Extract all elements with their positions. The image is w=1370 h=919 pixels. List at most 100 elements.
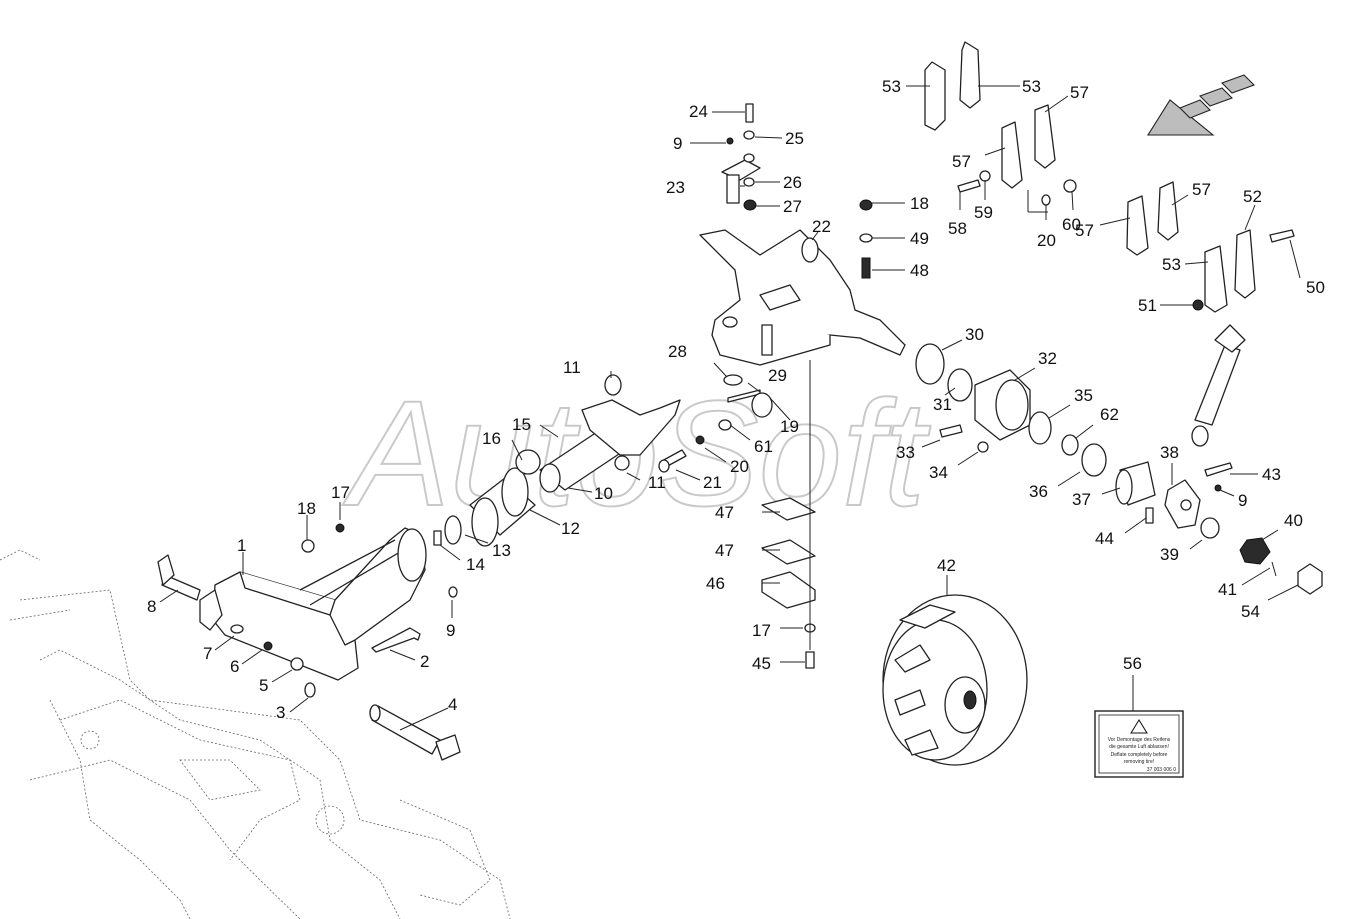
callout-17-a: 17 — [331, 483, 350, 502]
callout-42: 42 — [937, 556, 956, 575]
callout-54: 54 — [1241, 602, 1260, 621]
callout-53-c: 53 — [1162, 255, 1181, 274]
callout-4: 4 — [448, 695, 457, 714]
callout-3: 3 — [276, 703, 285, 722]
callout-47-a: 47 — [715, 503, 734, 522]
callout-49: 49 — [910, 229, 929, 248]
part-steering-arm-38 — [1145, 462, 1323, 595]
callout-16: 16 — [482, 429, 501, 448]
callout-53-a: 53 — [882, 77, 901, 96]
callout-47-b: 47 — [715, 541, 734, 560]
callout-23: 23 — [666, 178, 685, 197]
callout-18-a: 18 — [297, 499, 316, 518]
decal-line-3: Deflate completely before — [1111, 752, 1168, 758]
callout-15: 15 — [512, 415, 531, 434]
callout-40: 40 — [1284, 511, 1303, 530]
callout-41: 41 — [1218, 580, 1237, 599]
callout-33: 33 — [896, 443, 915, 462]
callout-31: 31 — [933, 395, 952, 414]
callout-9-c: 9 — [1238, 491, 1247, 510]
callout-6: 6 — [230, 657, 239, 676]
callout-52: 52 — [1243, 187, 1262, 206]
callout-22: 22 — [812, 217, 831, 236]
callout-17-b: 17 — [752, 621, 771, 640]
callout-39: 39 — [1160, 545, 1179, 564]
callout-36: 36 — [1029, 482, 1048, 501]
callout-48: 48 — [910, 261, 929, 280]
callout-1: 1 — [237, 536, 246, 555]
part-tire-42 — [882, 594, 1028, 766]
part-small-hardware — [658, 374, 773, 473]
decal-line-2: die gesamte Luft ablassen! — [1109, 744, 1169, 750]
callout-9-b: 9 — [673, 134, 682, 153]
callout-9-a: 9 — [446, 621, 455, 640]
callout-61: 61 — [754, 437, 773, 456]
callout-45: 45 — [752, 654, 771, 673]
direction-arrow-icon — [1147, 74, 1255, 136]
callout-44: 44 — [1095, 529, 1114, 548]
callout-8: 8 — [147, 597, 156, 616]
callout-59: 59 — [974, 203, 993, 222]
callout-50: 50 — [1306, 278, 1325, 297]
callout-26: 26 — [783, 173, 802, 192]
callout-14: 14 — [466, 555, 485, 574]
part-pin-8 — [157, 554, 201, 601]
callout-62: 62 — [1100, 405, 1119, 424]
callout-28: 28 — [668, 342, 687, 361]
decal-code: 37 003 006 0 — [1147, 767, 1176, 773]
callout-13: 13 — [492, 541, 511, 560]
callout-32: 32 — [1038, 349, 1057, 368]
part-pin-4 — [369, 704, 461, 761]
part-bolt-stack-48 — [859, 199, 873, 279]
callout-25: 25 — [785, 129, 804, 148]
decal-line-1: Vor Demontage des Reifens — [1108, 737, 1171, 743]
callout-12: 12 — [561, 519, 580, 538]
callout-27: 27 — [783, 197, 802, 216]
callout-24: 24 — [689, 102, 708, 121]
callout-37: 37 — [1072, 490, 1091, 509]
callout-38: 38 — [1160, 443, 1179, 462]
callout-11-a: 11 — [563, 358, 581, 377]
callout-20-b: 20 — [1037, 231, 1056, 250]
part-brackets-52-53-57 — [924, 41, 1295, 313]
callout-21: 21 — [703, 473, 722, 492]
part-kingpin-23 — [721, 103, 761, 211]
callout-10: 10 — [594, 484, 613, 503]
part-warning-decal-56: Vor Demontage des Reifens die gesamte Lu… — [1094, 710, 1184, 778]
small-fasteners — [230, 523, 458, 698]
decal-line-4: removing tire! — [1124, 759, 1154, 765]
callout-5: 5 — [259, 676, 268, 695]
tractor-frame-outline — [0, 549, 511, 919]
callout-56: 56 — [1123, 654, 1142, 673]
callout-11-b: 11 — [648, 473, 666, 492]
callout-34: 34 — [929, 463, 948, 482]
callout-53-b: 53 — [1022, 77, 1041, 96]
part-axle-housing-22 — [699, 229, 906, 366]
callout-20-a: 20 — [730, 457, 749, 476]
part-hex-key-2 — [371, 627, 421, 653]
leader-lines — [159, 85, 1301, 731]
callout-30: 30 — [965, 325, 984, 344]
callout-18-b: 18 — [910, 194, 929, 213]
part-axle-tube-12 — [433, 467, 536, 547]
callout-57-a: 57 — [1070, 83, 1089, 102]
callout-43: 43 — [1262, 465, 1281, 484]
callout-29: 29 — [768, 366, 787, 385]
callout-57-c: 57 — [1192, 180, 1211, 199]
callout-2: 2 — [420, 652, 429, 671]
callout-51: 51 — [1138, 296, 1157, 315]
callout-labels: 1 2 3 4 5 6 7 8 9 9 9 10 11 11 12 13 14 … — [147, 77, 1325, 722]
callout-19: 19 — [780, 417, 799, 436]
callout-57-b: 57 — [952, 152, 971, 171]
callout-58: 58 — [948, 219, 967, 238]
part-steering-cylinder — [1191, 324, 1246, 447]
part-pivot-bracket-10 — [515, 374, 681, 493]
callout-57-d: 57 — [1075, 221, 1094, 240]
part-plates-46-47 — [761, 360, 816, 669]
part-wheel-hub-assembly — [915, 343, 1156, 506]
callout-35: 35 — [1074, 386, 1093, 405]
callout-60: 60 — [1062, 215, 1081, 234]
callout-46: 46 — [706, 574, 725, 593]
callout-7: 7 — [203, 644, 212, 663]
